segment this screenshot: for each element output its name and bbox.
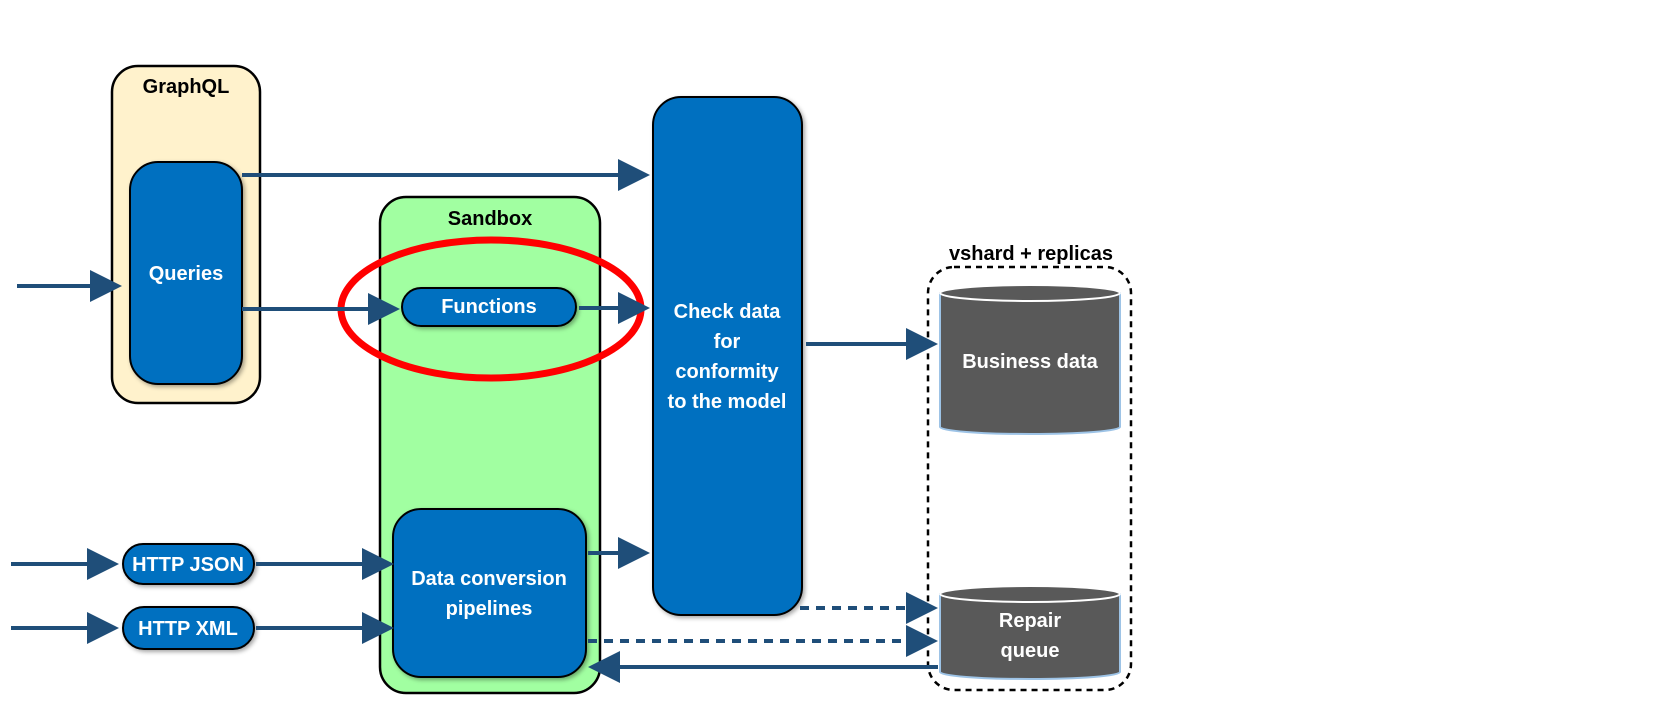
check-data-line3: conformity <box>675 361 779 383</box>
vshard-title: vshard + replicas <box>949 243 1113 265</box>
graphql-title: GraphQL <box>143 76 230 98</box>
pipelines-box <box>392 508 587 678</box>
business-data-cylinder <box>939 284 1121 435</box>
http-xml-label: HTTP XML <box>138 618 238 640</box>
pipelines-label-line1: Data conversion <box>411 568 567 590</box>
pipelines-label-line2: pipelines <box>446 598 533 620</box>
queries-box <box>129 161 243 385</box>
functions-label: Functions <box>441 296 537 318</box>
business-data-label: Business data <box>962 351 1098 373</box>
functions-box <box>401 287 577 327</box>
check-data-line4: to the model <box>668 391 787 413</box>
sandbox-title: Sandbox <box>448 208 532 230</box>
check-data-line2: for <box>714 331 741 353</box>
queries-label: Queries <box>149 263 223 285</box>
repair-queue-line1: Repair <box>999 610 1061 632</box>
repair-queue-cylinder <box>939 585 1121 680</box>
check-data-box <box>652 96 803 616</box>
http-json-label: HTTP JSON <box>132 554 244 576</box>
repair-queue-line2: queue <box>1001 640 1060 662</box>
http-json-box <box>122 543 255 585</box>
http-xml-box <box>122 606 255 650</box>
check-data-line1: Check data <box>674 301 782 323</box>
